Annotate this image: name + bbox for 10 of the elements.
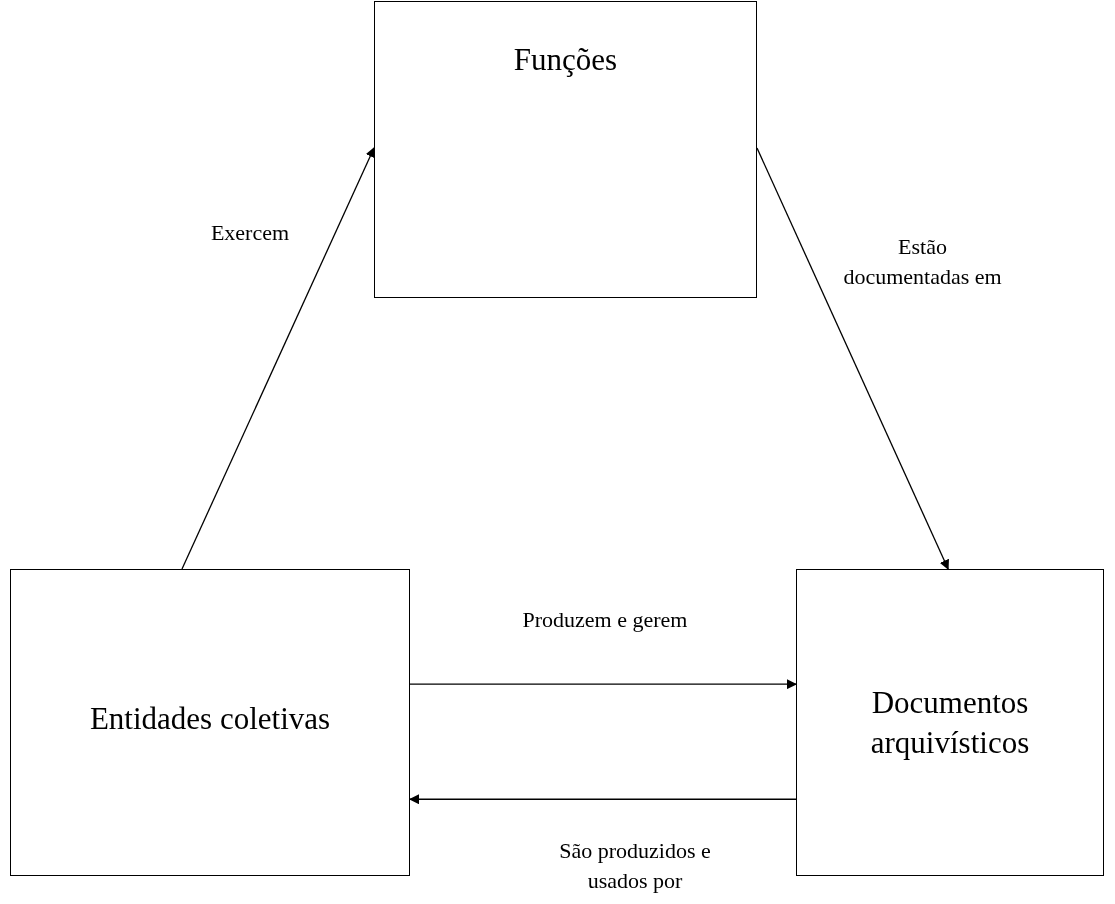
box-label: Funções [512,41,619,79]
entity-box [796,569,1104,876]
arrow [756,147,949,570]
box-label: Documentos arquivísticos [869,683,1031,762]
entity-box [10,569,410,876]
arrow [181,147,375,570]
entity-box [374,1,757,298]
arrow [409,679,797,690]
arrow [409,794,797,805]
box-label: Entidades coletivas [88,699,332,738]
